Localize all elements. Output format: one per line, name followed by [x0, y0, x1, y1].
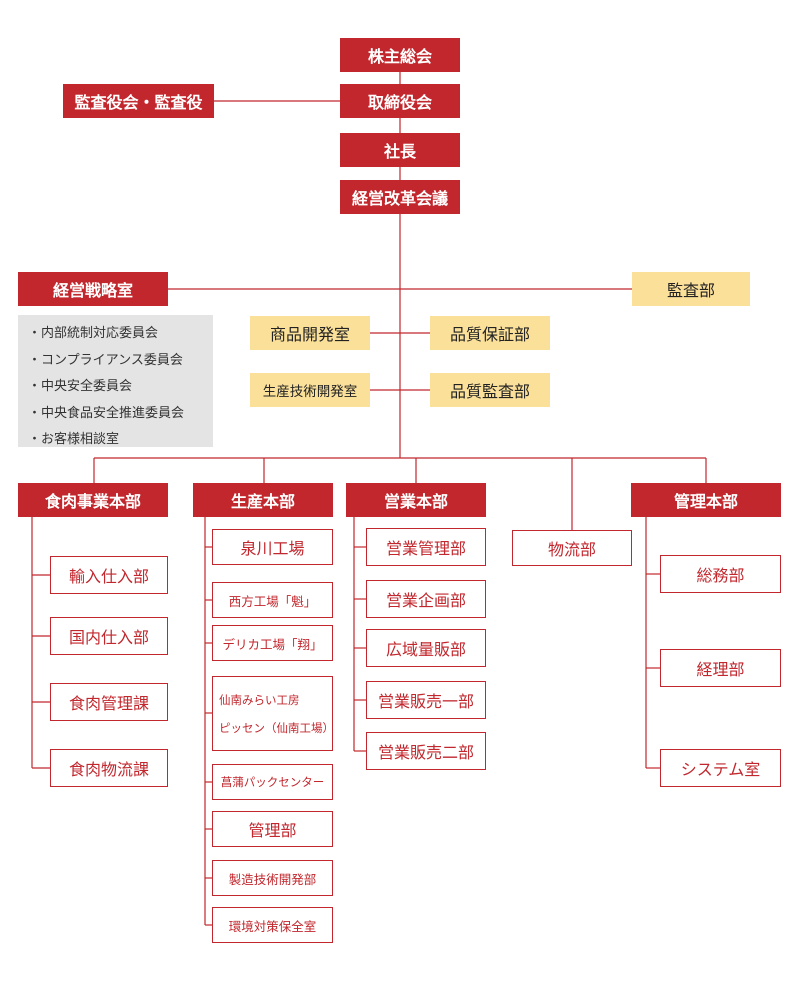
regional-mass-retail: 広域量販部 [366, 629, 486, 667]
systems-office: システム室 [660, 749, 781, 787]
nishikata-factory: 西方工場「魁」 [212, 582, 333, 618]
izumikawa-factory: 泉川工場 [212, 529, 333, 565]
admin-division: 管理本部 [631, 483, 781, 517]
production-management: 管理部 [212, 811, 333, 847]
shareholders-meeting: 株主総会 [340, 38, 460, 72]
mfg-tech-dev: 製造技術開発部 [212, 860, 333, 896]
meat-management: 食肉管理課 [50, 683, 168, 721]
committee-item: お客様相談室 [28, 427, 213, 454]
strategy-office: 経営戦略室 [18, 272, 168, 306]
committee-list: 内部統制対応委員会 コンプライアンス委員会 中央安全委員会 中央食品安全推進委員… [18, 315, 213, 447]
delica-factory: デリカ工場「翔」 [212, 625, 333, 661]
committee-item: 中央安全委員会 [28, 374, 213, 401]
sennan-workshop-line1: 仙南みらい工房 [219, 692, 300, 707]
quality-audit-dept: 品質監査部 [430, 373, 550, 407]
sennan-workshop: 仙南みらい工房 ピッセン（仙南工場） [212, 676, 334, 751]
sales-planning: 営業企画部 [366, 580, 486, 618]
meat-division: 食肉事業本部 [18, 483, 168, 517]
board-of-directors: 取締役会 [340, 84, 460, 118]
sennan-workshop-line2: ピッセン（仙南工場） [219, 720, 334, 735]
domestic-purchasing: 国内仕入部 [50, 617, 168, 655]
auditors: 監査役会・監査役 [63, 84, 214, 118]
sales-management: 営業管理部 [366, 528, 486, 566]
quality-assurance-dept: 品質保証部 [430, 316, 550, 350]
general-affairs: 総務部 [660, 555, 781, 593]
committee-item: 内部統制対応委員会 [28, 321, 213, 348]
committee-item: 中央食品安全推進委員会 [28, 401, 213, 428]
prod-tech-dev-office: 生産技術開発室 [250, 373, 370, 407]
env-preservation-office: 環境対策保全室 [212, 907, 333, 943]
production-division: 生産本部 [193, 483, 333, 517]
import-purchasing: 輸入仕入部 [50, 556, 168, 594]
product-dev-office: 商品開発室 [250, 316, 370, 350]
accounting: 経理部 [660, 649, 781, 687]
shobu-pack-center: 菖蒲パックセンター [212, 764, 333, 800]
logistics-dept: 物流部 [512, 530, 632, 566]
sales-dept-2: 営業販売二部 [366, 732, 486, 770]
meat-logistics: 食肉物流課 [50, 749, 168, 787]
reform-council: 経営改革会議 [340, 180, 460, 214]
president: 社長 [340, 133, 460, 167]
sales-dept-1: 営業販売一部 [366, 681, 486, 719]
audit-dept: 監査部 [632, 272, 750, 306]
sales-division: 営業本部 [346, 483, 486, 517]
committee-item: コンプライアンス委員会 [28, 348, 213, 375]
